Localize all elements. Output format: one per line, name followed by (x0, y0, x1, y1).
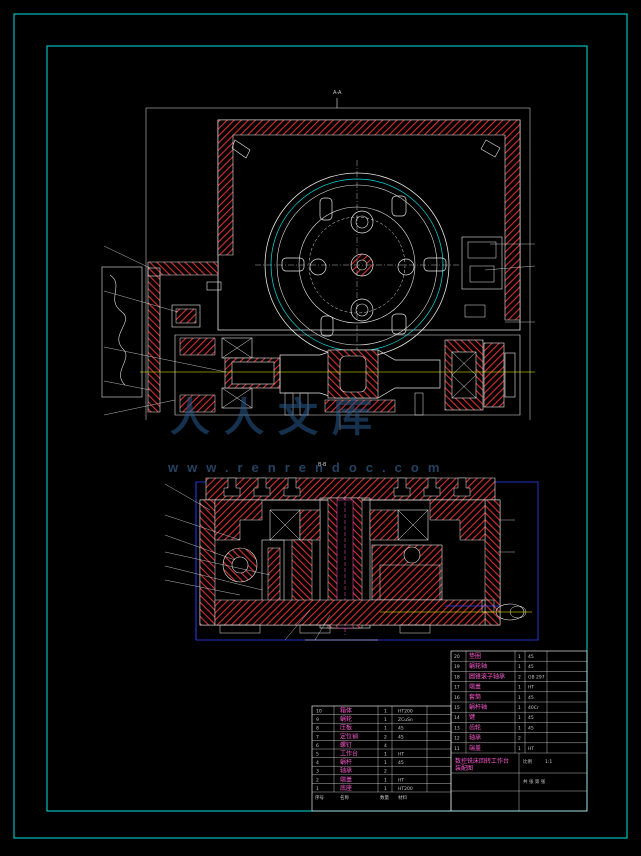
parts-row-left-mat: 45 (398, 726, 404, 732)
parts-row-right-name: 键 (469, 713, 475, 721)
parts-row-right-qty: 1 (518, 725, 521, 731)
header-mat: 材料 (398, 794, 407, 801)
drawing-title: 数控铣床回转工作台 (455, 757, 509, 765)
parts-row-left-no: 1 (316, 786, 319, 792)
parts-row-left-qty: 1 (384, 709, 387, 715)
parts-row-right-mat: 45 (528, 654, 534, 660)
parts-row-right-mat: 45 (528, 664, 534, 670)
parts-row-left-no: 7 (316, 734, 319, 740)
parts-row-right-mat: 45 (528, 725, 534, 731)
parts-row-right-name: 圆锥滚子轴承 (469, 672, 505, 680)
parts-row-right-name: 蜗轮轴 (469, 662, 487, 670)
parts-row-right-mat: 40Cr (528, 705, 539, 711)
parts-row-left-mat: HT (398, 777, 404, 783)
parts-row-left-name: 蜗轮 (340, 715, 352, 723)
parts-row-left-no: 5 (316, 752, 319, 758)
parts-row-right-qty: 1 (518, 695, 521, 701)
header-no: 序号 (315, 794, 324, 801)
parts-row-right-mat: HT (528, 685, 534, 691)
t-slots (223, 477, 471, 497)
parts-row-left-no: 4 (316, 760, 319, 766)
parts-row-left-name: 压板 (340, 724, 352, 732)
leader-lines-bottom (164, 483, 515, 641)
parts-row-right-name: 齿轮 (469, 723, 481, 731)
header-name: 名称 (340, 794, 349, 801)
parts-row-right-no: 19 (454, 664, 460, 670)
parts-row-left-name: 工作台 (340, 750, 358, 758)
parts-row-right-name: 套筒 (469, 693, 481, 701)
parts-row-right-qty: 1 (518, 685, 521, 691)
leader-lines-top-left (103, 243, 536, 416)
parts-row-left-qty: 1 (384, 760, 387, 766)
parts-row-left-name: 端盖 (340, 775, 352, 783)
parts-row-left-qty: 2 (384, 734, 387, 740)
assembly-title: 装配图 (455, 764, 473, 772)
parts-row-left-no: 2 (316, 777, 319, 783)
parts-row-right-qty: 2 (518, 674, 521, 680)
parts-row-left-no: 3 (316, 769, 319, 775)
parts-row-left-qty: 1 (384, 777, 387, 783)
parts-row-right-no: 13 (454, 725, 460, 731)
sheet-label: 共 张 第 张 (523, 778, 546, 785)
parts-row-right-no: 14 (454, 715, 460, 721)
parts-row-left-qty: 1 (384, 726, 387, 732)
scale-label: 比例 (523, 758, 532, 765)
parts-row-left-name: 箱体 (340, 707, 352, 715)
parts-row-right-mat: HT (528, 746, 534, 752)
parts-row-left-name: 蜗杆 (340, 758, 352, 766)
parts-row-right-name: 蜗杆轴 (469, 703, 487, 711)
parts-row-left-qty: 1 (384, 717, 387, 723)
parts-row-left-name: 轴承 (340, 767, 352, 775)
parts-row-left-name: 定位销 (340, 732, 358, 740)
header-qty: 数量 (380, 794, 389, 801)
parts-row-right-no: 12 (454, 736, 460, 742)
parts-row-right-name: 端盖 (469, 744, 481, 752)
parts-row-left-name: 螺钉 (340, 741, 352, 749)
parts-row-right-no: 18 (454, 674, 460, 680)
parts-row-right-qty: 1 (518, 654, 521, 660)
t-slot-markers (281, 195, 447, 337)
parts-row-right-name: 轴承 (469, 734, 481, 742)
parts-row-right-name: 垫圈 (469, 652, 481, 660)
parts-row-right-no: 11 (454, 746, 460, 752)
parts-row-right-qty: 1 (518, 746, 521, 752)
parts-row-right-name: 端盖 (469, 683, 481, 691)
parts-row-right-qty: 1 (518, 715, 521, 721)
parts-row-left-no: 9 (316, 717, 319, 723)
parts-row-right-no: 16 (454, 695, 460, 701)
parts-row-left-no: 10 (316, 709, 322, 715)
parts-row-left-no: 8 (316, 726, 319, 732)
parts-row-left-no: 6 (316, 743, 319, 749)
parts-row-left-mat: HT (398, 752, 404, 758)
parts-row-left-mat: 45 (398, 760, 404, 766)
parts-row-left-mat: 45 (398, 734, 404, 740)
section-label-top: A-A (333, 90, 342, 96)
parts-row-left-mat: ZCuSn (398, 717, 413, 723)
parts-row-left-qty: 1 (384, 752, 387, 758)
parts-row-right-no: 20 (454, 654, 460, 660)
parts-row-left-mat: HT200 (398, 709, 413, 715)
top-view-section: A-A (101, 90, 536, 430)
parts-row-left-qty: 1 (384, 786, 387, 792)
parts-row-right-mat: 45 (528, 715, 534, 721)
scale-value: 1:1 (545, 759, 552, 765)
section-label-bottom: B-B (318, 462, 327, 468)
parts-row-left-name: 底座 (340, 784, 352, 792)
parts-row-right-mat: 45 (528, 695, 534, 701)
parts-row-left-mat: HT200 (398, 786, 413, 792)
parts-row-right-no: 15 (454, 705, 460, 711)
parts-row-right-qty: 1 (518, 705, 521, 711)
parts-row-left-qty: 2 (384, 769, 387, 775)
parts-row-right-mat: GB 297 (528, 674, 545, 680)
parts-row-right-no: 17 (454, 685, 460, 691)
bottom-view-section: B-B (164, 462, 539, 641)
parts-row-right-qty: 1 (518, 664, 521, 670)
parts-row-left-qty: 4 (384, 743, 387, 749)
parts-row-right-qty: 2 (518, 736, 521, 742)
